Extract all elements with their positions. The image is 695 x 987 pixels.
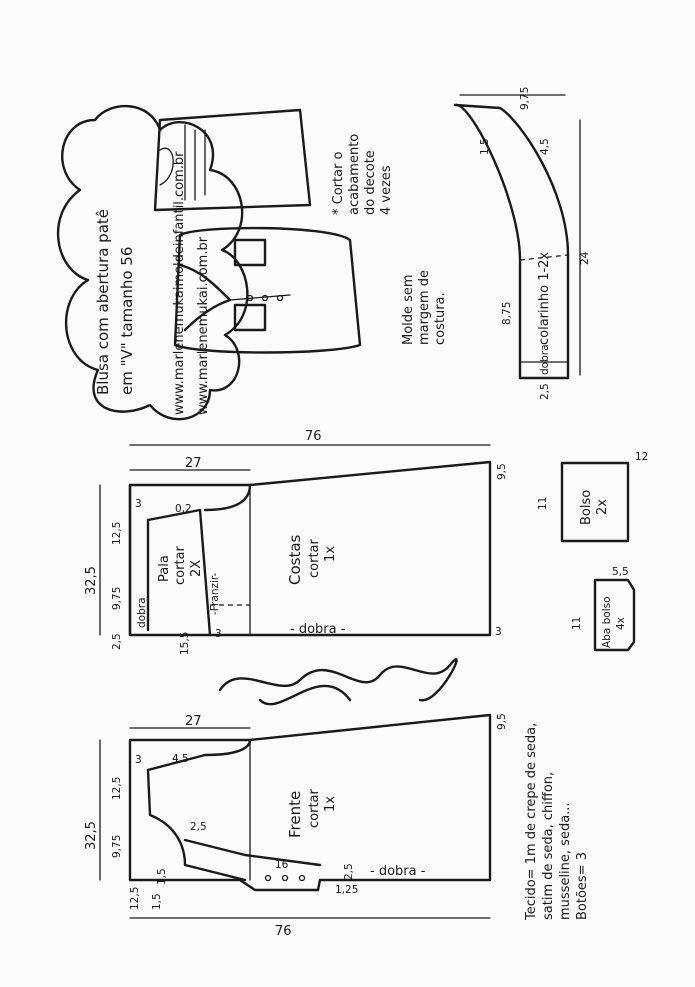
svg-text:4x: 4x	[615, 617, 627, 630]
svg-text:76: 76	[305, 429, 322, 444]
url-1: www.marlenemukaimoldeinfantil.com.br	[172, 151, 187, 415]
title-line-1: Blusa com abertura patê	[94, 209, 112, 395]
svg-text:12: 12	[635, 451, 648, 463]
svg-text:2X: 2X	[189, 560, 204, 577]
collar-fold: dobra	[539, 344, 551, 375]
svg-text:3: 3	[135, 754, 142, 766]
svg-text:9,5: 9,5	[496, 713, 508, 730]
svg-text:11: 11	[537, 497, 549, 510]
svg-text:margem de: margem de	[417, 270, 432, 345]
svg-text:12,5: 12,5	[111, 777, 123, 800]
svg-text:1,5: 1,5	[151, 893, 163, 910]
svg-text:1x: 1x	[323, 546, 338, 562]
svg-text:4,5: 4,5	[172, 753, 189, 765]
url-2: www.marlenemukai.com.br	[196, 236, 211, 415]
svg-text:- dobra -: - dobra -	[290, 622, 346, 637]
svg-text:Frente: Frente	[286, 791, 304, 838]
svg-text:dobra: dobra	[136, 597, 148, 628]
blouse-front-sketch	[173, 226, 362, 354]
svg-text:2,5: 2,5	[111, 633, 123, 650]
svg-text:Pala: Pala	[157, 555, 172, 582]
svg-text:15,5: 15,5	[179, 632, 191, 655]
title-line-2: em "V" tamanho 56	[118, 247, 136, 395]
svg-text:27: 27	[185, 456, 202, 471]
svg-text:12,5: 12,5	[129, 887, 141, 910]
front-piece: Frente cortar 1x - dobra - 76 32,5 27 9,…	[84, 713, 508, 939]
back-piece: Costas cortar 1x Pala cortar 2X -Franzir…	[84, 429, 508, 655]
blouse-back-sketch	[153, 108, 312, 212]
svg-text:Tecido= 1m de crepe de seda,: Tecido= 1m de crepe de seda,	[524, 723, 539, 921]
svg-text:2,5: 2,5	[343, 863, 355, 880]
svg-text:12,5: 12,5	[111, 522, 123, 545]
svg-text:32,5: 32,5	[84, 821, 99, 850]
collar-label: colarinho 1-2x	[537, 252, 552, 345]
svg-text:5,5: 5,5	[612, 566, 629, 578]
svg-text:32,5: 32,5	[84, 566, 99, 595]
title-cloud: Blusa com abertura patê em "V" tamanho 5…	[56, 105, 249, 421]
svg-text:- dobra -: - dobra -	[370, 864, 426, 879]
svg-text:3: 3	[215, 628, 222, 640]
svg-text:satim de seda, chiffon,: satim de seda, chiffon,	[541, 772, 556, 920]
svg-text:musseline, seda...: musseline, seda...	[558, 802, 573, 920]
svg-text:8,75: 8,75	[501, 302, 513, 325]
svg-text:9,75: 9,75	[519, 87, 531, 110]
svg-text:Costas: Costas	[286, 534, 304, 585]
svg-text:2,5: 2,5	[190, 821, 207, 833]
svg-text:0,2: 0,2	[175, 503, 192, 515]
svg-text:2,5: 2,5	[539, 383, 551, 400]
svg-text:acabamento: acabamento	[347, 134, 362, 215]
svg-text:11: 11	[571, 617, 583, 630]
svg-text:* Cortar o: * Cortar o	[331, 151, 346, 215]
svg-text:Botões= 3: Botões= 3	[575, 852, 590, 920]
pocket-flap-piece: Aba bolso 4x 11 5,5	[571, 566, 636, 652]
svg-text:-Franzir-: -Franzir-	[209, 572, 221, 615]
svg-text:27: 27	[185, 714, 202, 729]
collar-piece: colarinho 1-2x dobra 9,75 4,5 1,5 24 8,7…	[453, 87, 591, 400]
pocket-piece: Bolso 2x 11 12	[537, 451, 648, 543]
svg-text:1,25: 1,25	[335, 884, 358, 896]
svg-text:9,5: 9,5	[496, 463, 508, 480]
svg-text:1,5: 1,5	[156, 868, 168, 885]
fabric-info: Tecido= 1m de crepe de seda, satim de se…	[524, 723, 590, 921]
svg-text:9,75: 9,75	[111, 835, 123, 858]
facing-note: * Cortar o acabamento do decote 4 vezes	[331, 134, 394, 215]
svg-text:do decote: do decote	[363, 150, 378, 215]
svg-text:3: 3	[135, 498, 142, 510]
svg-text:24: 24	[579, 251, 591, 265]
svg-text:1,5: 1,5	[479, 138, 491, 155]
svg-text:4,5: 4,5	[539, 138, 551, 155]
svg-text:3: 3	[495, 626, 502, 638]
svg-text:9,75: 9,75	[111, 587, 123, 610]
signature	[218, 658, 458, 706]
svg-text:Aba bolso: Aba bolso	[601, 596, 613, 648]
svg-text:16: 16	[275, 859, 289, 871]
svg-text:cortar: cortar	[307, 538, 322, 578]
svg-text:4 vezes: 4 vezes	[379, 165, 394, 215]
seam-note: Molde sem margem de costura.	[401, 270, 448, 345]
svg-text:Molde sem: Molde sem	[401, 274, 416, 345]
svg-text:Bolso: Bolso	[579, 490, 594, 525]
svg-text:cortar: cortar	[307, 788, 322, 828]
svg-text:cortar: cortar	[173, 545, 188, 585]
svg-text:costura.: costura.	[433, 292, 448, 345]
svg-text:76: 76	[275, 924, 292, 939]
svg-text:1x: 1x	[323, 796, 338, 812]
svg-text:2x: 2x	[595, 499, 610, 515]
